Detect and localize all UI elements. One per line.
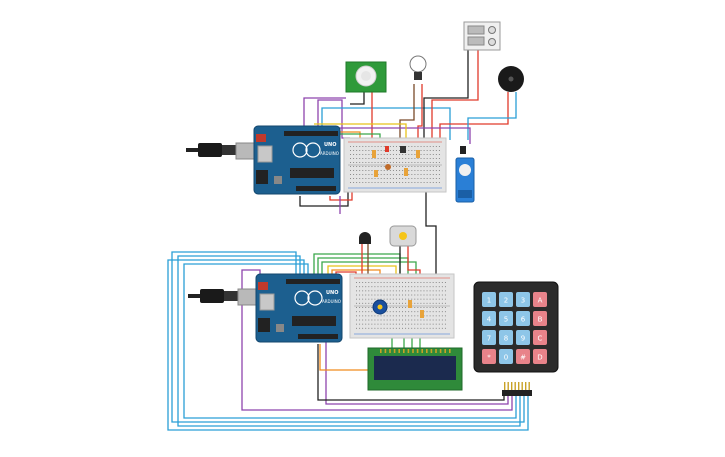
resistor-icon: [372, 150, 376, 158]
arduino-top-brand: UNO: [324, 142, 337, 148]
keypad-key-label: D: [537, 354, 542, 362]
keypad-key[interactable]: [482, 311, 496, 326]
keypad-key[interactable]: [516, 330, 530, 345]
keypad-key-label: 5: [504, 316, 508, 324]
wire-black-bottom-top: [299, 190, 349, 207]
wire-purple-servo: [312, 127, 471, 144]
resistor-icon: [404, 168, 408, 176]
keypad-key-label: 6: [521, 316, 526, 324]
keypad-key-label: C: [538, 335, 543, 343]
wire-purple-loop: [241, 269, 513, 411]
wire-orange-lcd: [319, 344, 368, 371]
keypad-key[interactable]: [516, 349, 530, 364]
resistor-icon: [416, 150, 420, 158]
arduino-bottom-model: ARDUINO: [322, 299, 341, 304]
dc-motor-icon: [389, 225, 417, 247]
transistor-icon: [400, 146, 406, 153]
keypad-key[interactable]: [499, 311, 513, 326]
keypad-key-label: 7: [487, 335, 491, 343]
breadboard-top-components: [372, 146, 420, 177]
wire-blue-loop-3: [167, 259, 529, 431]
wire-red-ps: [431, 50, 479, 140]
keypad-key[interactable]: [482, 292, 496, 307]
keypad-key-label: 2: [504, 297, 508, 305]
resistor-icon: [420, 310, 424, 318]
keypad-key-label: *: [487, 354, 491, 362]
breadboard-top: [343, 137, 447, 193]
wire-black-to-motor: [425, 192, 437, 282]
usb-cable-bottom: [188, 288, 259, 306]
light-bulb-icon: [409, 55, 427, 80]
keypad-key-label: 1: [487, 297, 491, 305]
power-supply: [463, 21, 501, 51]
usb-cable-top: [186, 142, 257, 160]
keypad-4x4: 1 2 3 A 4 5 6 B 7 8 9 C * 0 # D: [473, 281, 559, 373]
piezo-buzzer-icon: [498, 66, 524, 92]
breadboard-bottom: [349, 273, 455, 339]
keypad-connector: [502, 382, 532, 396]
keypad-key[interactable]: [482, 349, 496, 364]
servo-motor: [455, 146, 475, 203]
temperature-sensor-icon: [359, 232, 371, 244]
wire-blue-loop-1: [171, 251, 525, 423]
keypad-key-label: A: [538, 297, 543, 305]
keypad-key[interactable]: [499, 292, 513, 307]
keypad-key[interactable]: [482, 330, 496, 345]
wire-brown-bulb: [399, 84, 415, 150]
led-red-icon: [385, 146, 389, 152]
keypad-key[interactable]: [499, 330, 513, 345]
keypad-key-label: 8: [504, 335, 508, 343]
keypad-key-label: #: [520, 354, 526, 362]
resistor-icon: [408, 300, 412, 308]
arduino-uno-bottom: UNO ARDUINO: [255, 273, 343, 343]
wire-red-buzzer: [439, 92, 509, 140]
keypad-key-label: 4: [487, 316, 492, 324]
pir-sensor: [345, 61, 387, 93]
keypad-key[interactable]: [499, 349, 513, 364]
wire-blue-loop-4: [183, 263, 517, 419]
wire-blue-loop-2: [177, 255, 521, 427]
keypad-key[interactable]: [516, 311, 530, 326]
arduino-top-model: ARDUINO: [320, 151, 339, 156]
keypad-key-label: 9: [521, 335, 525, 343]
keypad-key-label: 3: [521, 297, 525, 305]
keypad-key-label: 0: [504, 354, 508, 362]
resistor-icon: [374, 170, 378, 177]
arduino-uno-top: UNO ARDUINO: [253, 125, 341, 195]
keypad-key[interactable]: [533, 330, 547, 345]
wire-blue-buzzer: [467, 92, 517, 140]
wires: [167, 50, 529, 431]
potentiometer-icon: [372, 299, 388, 315]
keypad-key[interactable]: [516, 292, 530, 307]
keypad-key[interactable]: [533, 311, 547, 326]
photoresistor-icon: [385, 164, 391, 170]
arduino-bottom-brand: UNO: [326, 290, 339, 296]
wire-black-ps: [423, 50, 469, 140]
lcd-display: [367, 347, 463, 391]
wire-black-pir: [350, 92, 365, 105]
keypad-key[interactable]: [533, 349, 547, 364]
wire-red-bottom-top: [329, 186, 353, 201]
keypad-key[interactable]: [533, 292, 547, 307]
keypad-key-label: B: [538, 316, 543, 324]
